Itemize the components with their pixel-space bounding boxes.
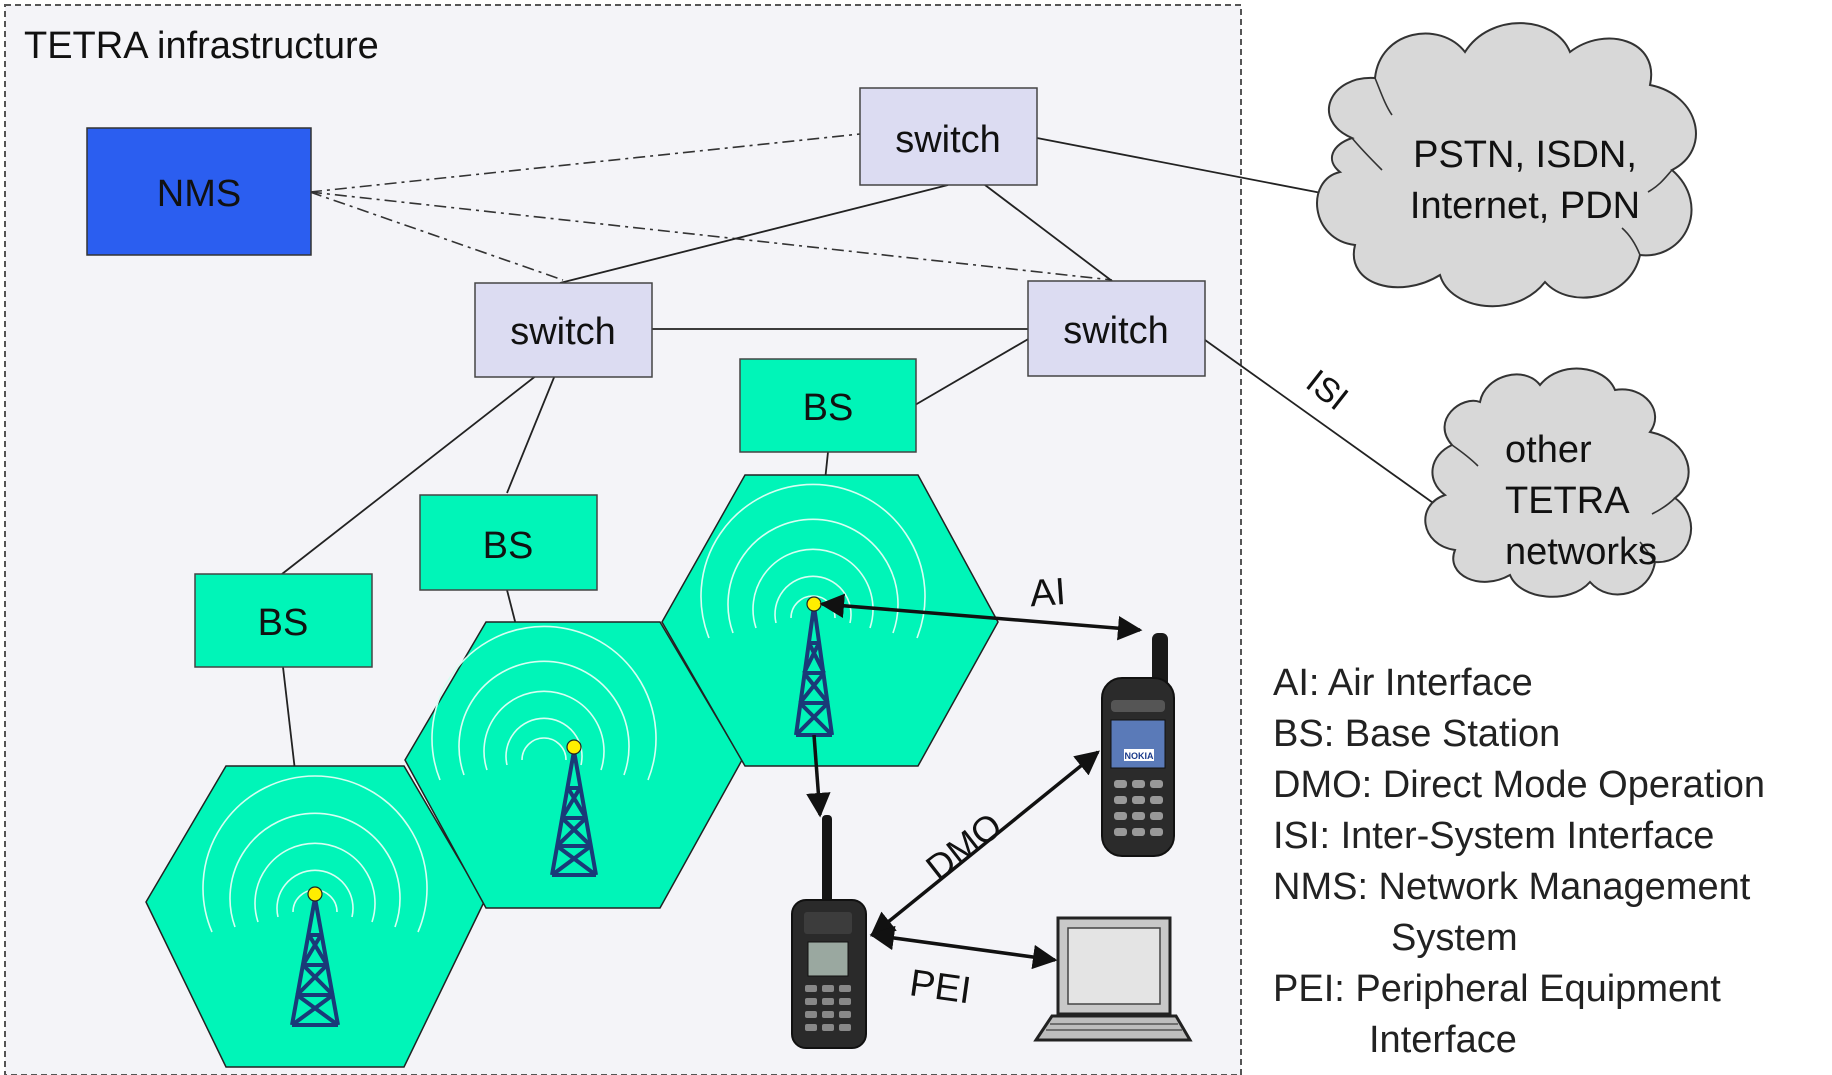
other-tetra-line-1: other [1505,429,1592,471]
base-station-3-label: BS [803,387,854,429]
mobile-phone-icon[interactable]: NOKIA [1101,633,1175,857]
interface-arrows [806,593,1143,970]
legend-item-nms: NMS: Network Management [1273,866,1751,908]
public-networks-line-2: Internet, PDN [1410,185,1640,227]
antenna-tip [806,596,822,612]
legend-item-dmo: DMO: Direct Mode Operation [1273,764,1766,806]
coverage-rings [202,483,926,933]
other-tetra-line-2: TETRA [1505,480,1630,522]
switch-left[interactable] [474,282,653,378]
switch-left-label: switch [510,311,616,353]
management-links [309,133,1113,281]
radio-tower-icon [290,897,340,1027]
switch-right-label: switch [1063,310,1169,352]
ai-link-label: AI [1028,571,1067,615]
public-networks-line-1: PSTN, ISDN, [1413,134,1637,176]
other-tetra-cloud[interactable] [1424,367,1693,598]
switch-top-label: switch [895,119,1001,161]
ai-arrow [819,593,1143,641]
radio-tower-icon [550,750,598,877]
handheld-radio-icon[interactable] [791,815,867,1049]
abbreviation-legend: AI: Air Interface BS: Base Station DMO: … [1273,658,1765,1066]
switch-right[interactable] [1027,280,1206,377]
cloud-icon [1316,22,1697,308]
other-tetra-line-3: networks [1505,531,1657,573]
antenna-tip [566,739,582,755]
base-station-1[interactable] [194,573,373,668]
nms-box[interactable] [86,127,312,256]
base-station-2-label: BS [483,525,534,567]
legend-item-nms-cont: System [1391,917,1518,959]
pei-arrow [869,925,1058,970]
antenna-tip [307,886,323,902]
nms-label: NMS [157,173,241,215]
switch-top[interactable] [859,87,1038,186]
base-station-1-label: BS [258,602,309,644]
legend-item-pei-cont: Interface [1369,1019,1517,1061]
dmo-arrow [870,750,1100,937]
legend-item-ai: AI: Air Interface [1273,662,1533,704]
infrastructure-label: TETRA infrastructure [24,25,379,67]
bs-radio-arrow [806,734,831,818]
base-station-3[interactable] [739,358,917,453]
legend-item-pei: PEI: Peripheral Equipment [1273,968,1721,1010]
isi-link-label: ISI [1299,363,1355,419]
legend-item-bs: BS: Base Station [1273,713,1561,755]
public-networks-cloud[interactable] [1316,22,1697,308]
base-station-2[interactable] [419,494,598,591]
pei-link-label: PEI [907,962,973,1012]
phone-brand-label: NOKIA [1125,751,1155,761]
legend-item-isi: ISI: Inter-System Interface [1273,815,1715,857]
cloud-icon [1424,367,1693,598]
laptop-icon[interactable] [1033,916,1193,1042]
